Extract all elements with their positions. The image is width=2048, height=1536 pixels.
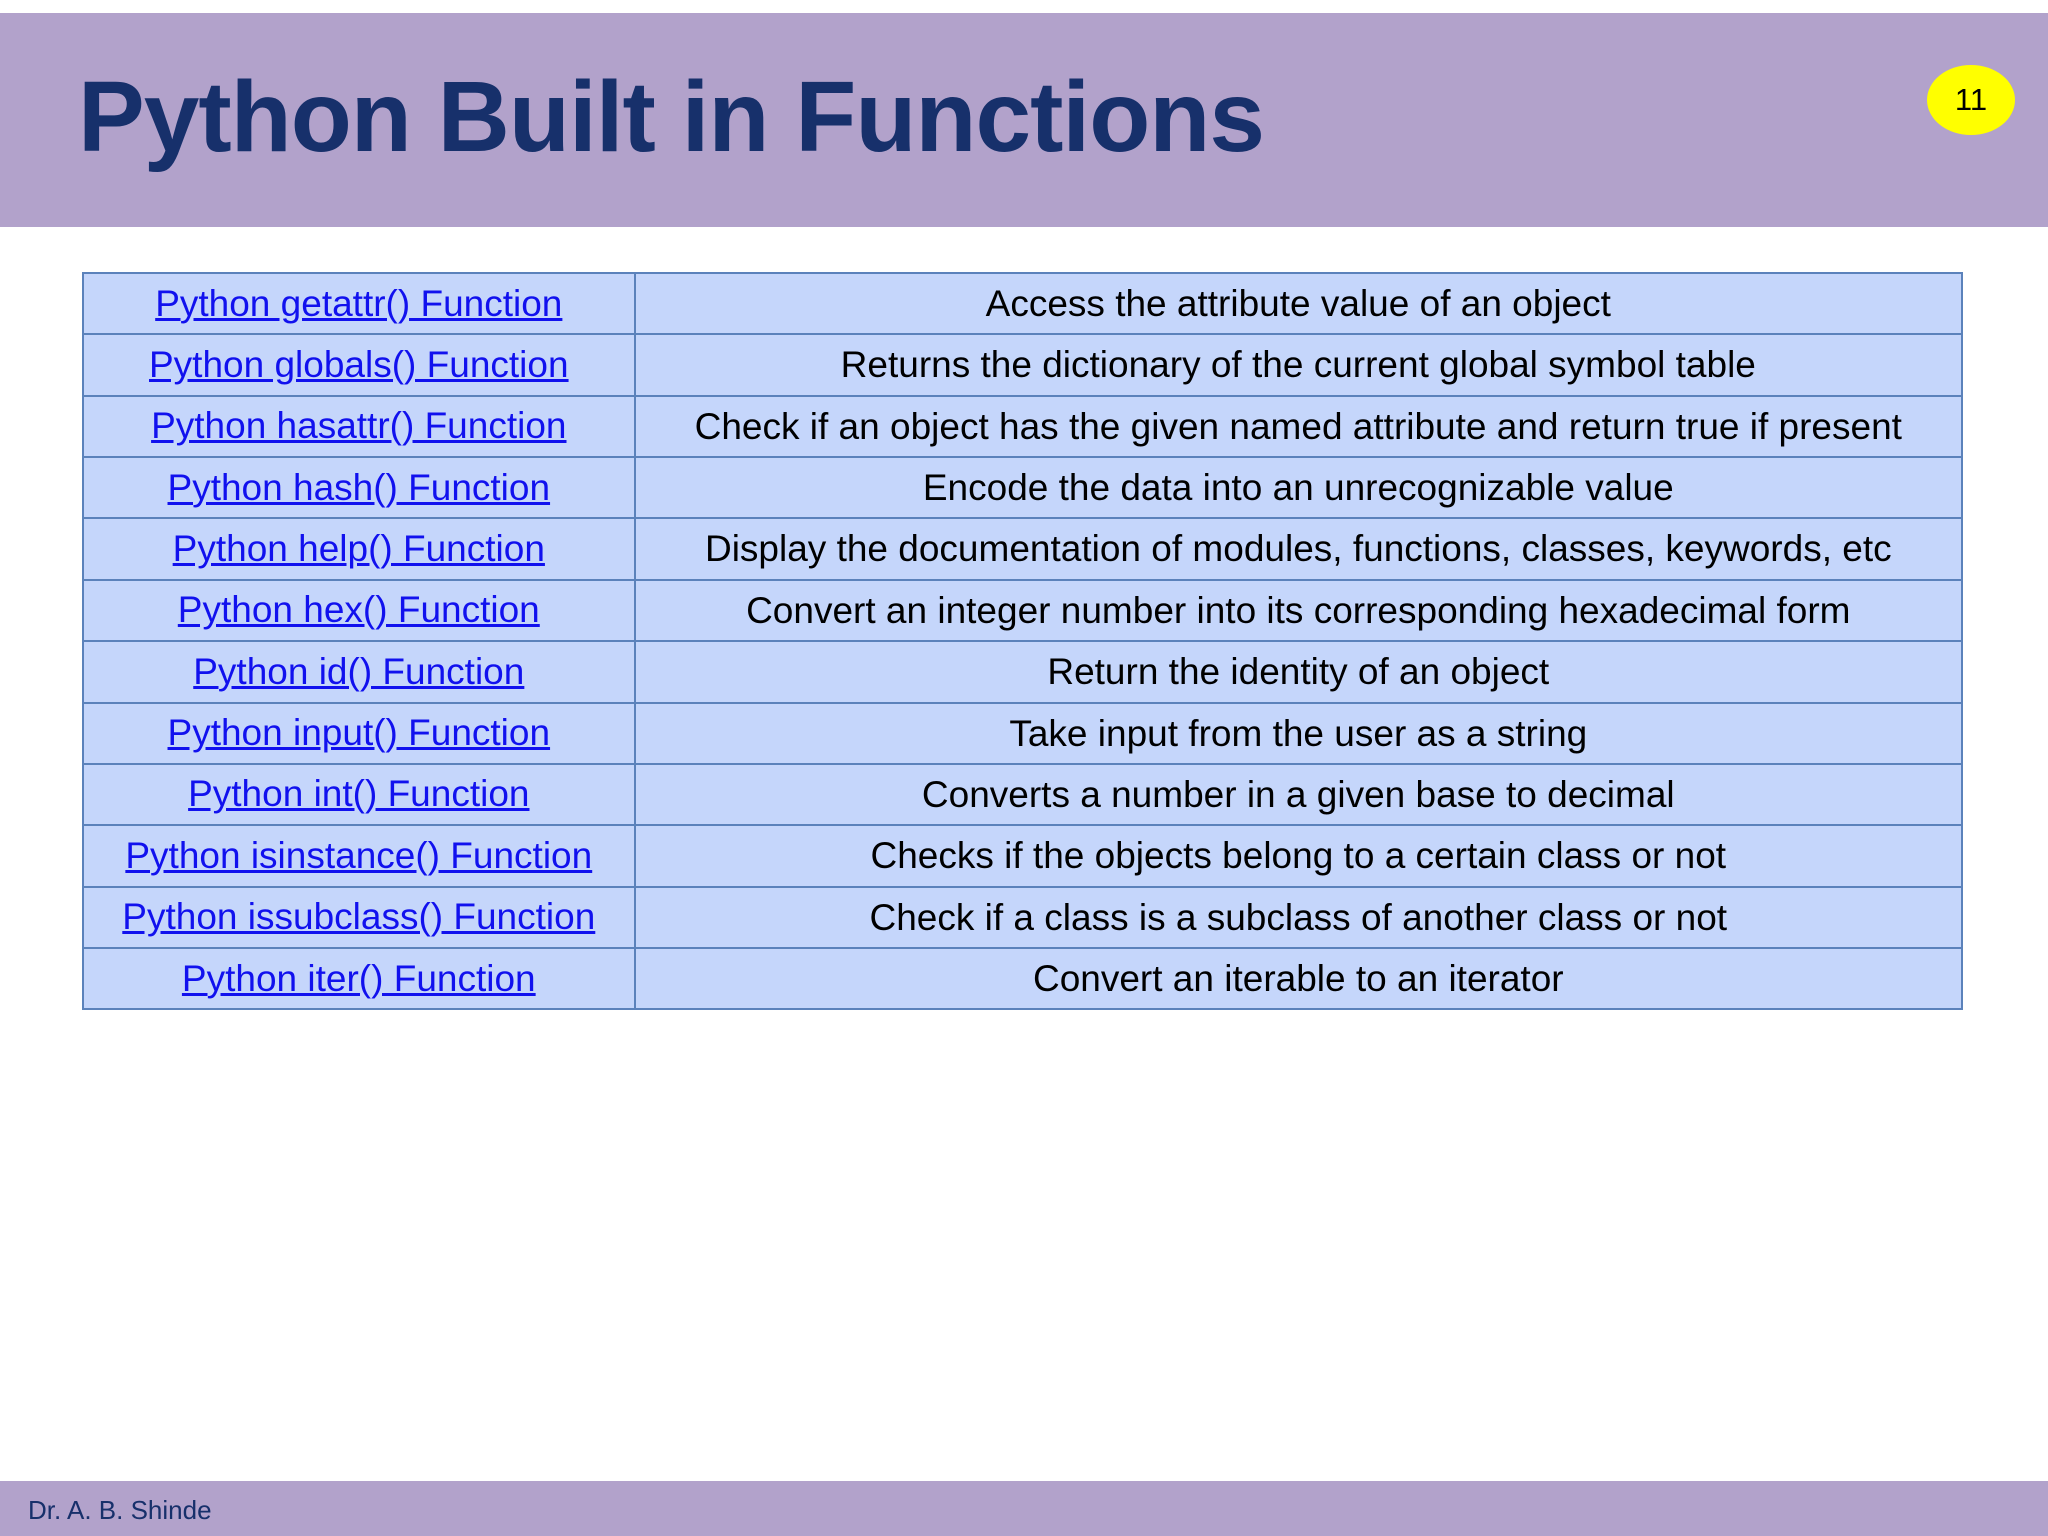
- table-row: Python globals() Function Returns the dic…: [82, 333, 1964, 397]
- function-name-cell: Python hasattr() Function: [82, 394, 636, 459]
- table-row: Python iter() Function Convert an iterabl…: [82, 946, 1964, 1011]
- function-link[interactable]: Python issubclass() Function: [122, 896, 596, 938]
- function-link[interactable]: Python hash() Function: [167, 466, 551, 508]
- table-row: Python input() Function Take input from t…: [82, 701, 1964, 765]
- function-description: Returns the dictionary of the current gl…: [840, 344, 1756, 386]
- function-name-cell: Python getattr() Function: [82, 271, 636, 336]
- function-description-cell: Return the identity of an object: [633, 640, 1964, 704]
- page-number-badge: 11: [1927, 65, 2015, 135]
- function-link[interactable]: Python globals() Function: [149, 343, 569, 385]
- table-row: Python isinstance() Function Checks if th…: [82, 824, 1964, 888]
- function-description-cell: Checks if the objects belong to a certai…: [633, 824, 1964, 888]
- table-row: Python help() Function Display the docume…: [82, 517, 1964, 581]
- function-description-cell: Check if an object has the given named a…: [633, 394, 1964, 459]
- footer-author: Dr. A. B. Shinde: [28, 1495, 212, 1525]
- function-description-cell: Access the attribute value of an object: [633, 271, 1964, 336]
- function-description-cell: Converts a number in a given base to dec…: [633, 762, 1964, 827]
- table-row: Python id() Function Return the identity …: [82, 640, 1964, 704]
- function-link[interactable]: Python hasattr() Function: [151, 405, 567, 447]
- function-description-cell: Convert an iterable to an iterator: [633, 946, 1964, 1011]
- table-row: Python hex() Function Convert an integer …: [82, 578, 1964, 643]
- function-link[interactable]: Python isinstance() Function: [125, 834, 593, 876]
- function-description: Checks if the objects belong to a certai…: [870, 835, 1727, 877]
- function-description: Return the identity of an object: [1047, 651, 1550, 693]
- function-name-cell: Python id() Function: [82, 640, 636, 704]
- function-name-cell: Python issubclass() Function: [82, 885, 636, 949]
- function-description: Convert an integer number into its corre…: [746, 589, 1851, 631]
- function-description-cell: Encode the data into an unrecognizable v…: [633, 456, 1964, 520]
- function-link[interactable]: Python iter() Function: [181, 957, 536, 999]
- function-description-cell: Take input from the user as a string: [633, 701, 1964, 765]
- function-description-cell: Check if a class is a subclass of anothe…: [633, 885, 1964, 949]
- table-row: Python hasattr() Function Check if an obj…: [82, 394, 1964, 459]
- function-name-cell: Python hex() Function: [82, 578, 636, 643]
- function-description: Access the attribute value of an object: [985, 283, 1611, 324]
- function-description-cell: Convert an integer number into its corre…: [633, 578, 1964, 643]
- function-link[interactable]: Python help() Function: [172, 527, 545, 569]
- function-name-cell: Python input() Function: [82, 701, 636, 765]
- function-link[interactable]: Python id() Function: [193, 650, 525, 692]
- function-description: Check if a class is a subclass of anothe…: [869, 896, 1728, 938]
- builtin-functions-table: Python getattr() Function Access the attr…: [82, 271, 1964, 1011]
- function-description-cell: Returns the dictionary of the current gl…: [633, 333, 1964, 397]
- table-row: Python issubclass() Function Check if a c…: [82, 885, 1964, 949]
- page-title: Python Built in Functions: [78, 61, 1265, 173]
- function-link[interactable]: Python int() Function: [188, 773, 530, 815]
- function-link[interactable]: Python input() Function: [167, 712, 551, 754]
- function-name-cell: Python int() Function: [82, 762, 636, 827]
- function-description: Convert an iterable to an iterator: [1032, 957, 1564, 999]
- table-row: Python getattr() Function Access the attr…: [82, 271, 1964, 336]
- slide-footer-bar: Dr. A. B. Shinde: [0, 1481, 2048, 1536]
- function-name-cell: Python isinstance() Function: [82, 824, 636, 888]
- table-row: Python hash() Function Encode the data in…: [82, 456, 1964, 520]
- function-name-cell: Python hash() Function: [82, 456, 636, 520]
- function-description-cell: Display the documentation of modules, fu…: [633, 517, 1964, 581]
- function-name-cell: Python globals() Function: [82, 333, 636, 397]
- function-name-cell: Python iter() Function: [82, 946, 636, 1011]
- table-row: Python int() Function Converts a number i…: [82, 762, 1964, 827]
- function-link[interactable]: Python getattr() Function: [155, 282, 563, 324]
- function-description: Display the documentation of modules, fu…: [704, 528, 1892, 570]
- function-description: Check if an object has the given named a…: [694, 405, 1902, 447]
- function-link[interactable]: Python hex() Function: [177, 589, 540, 631]
- table-body: Python getattr() Function Access the attr…: [82, 271, 1964, 1011]
- function-name-cell: Python help() Function: [82, 517, 636, 581]
- function-description: Encode the data into an unrecognizable v…: [922, 467, 1674, 509]
- function-description: Take input from the user as a string: [1009, 712, 1588, 754]
- slide-header-bar: Python Built in Functions 11: [0, 13, 2048, 227]
- function-description: Converts a number in a given base to dec…: [921, 773, 1675, 815]
